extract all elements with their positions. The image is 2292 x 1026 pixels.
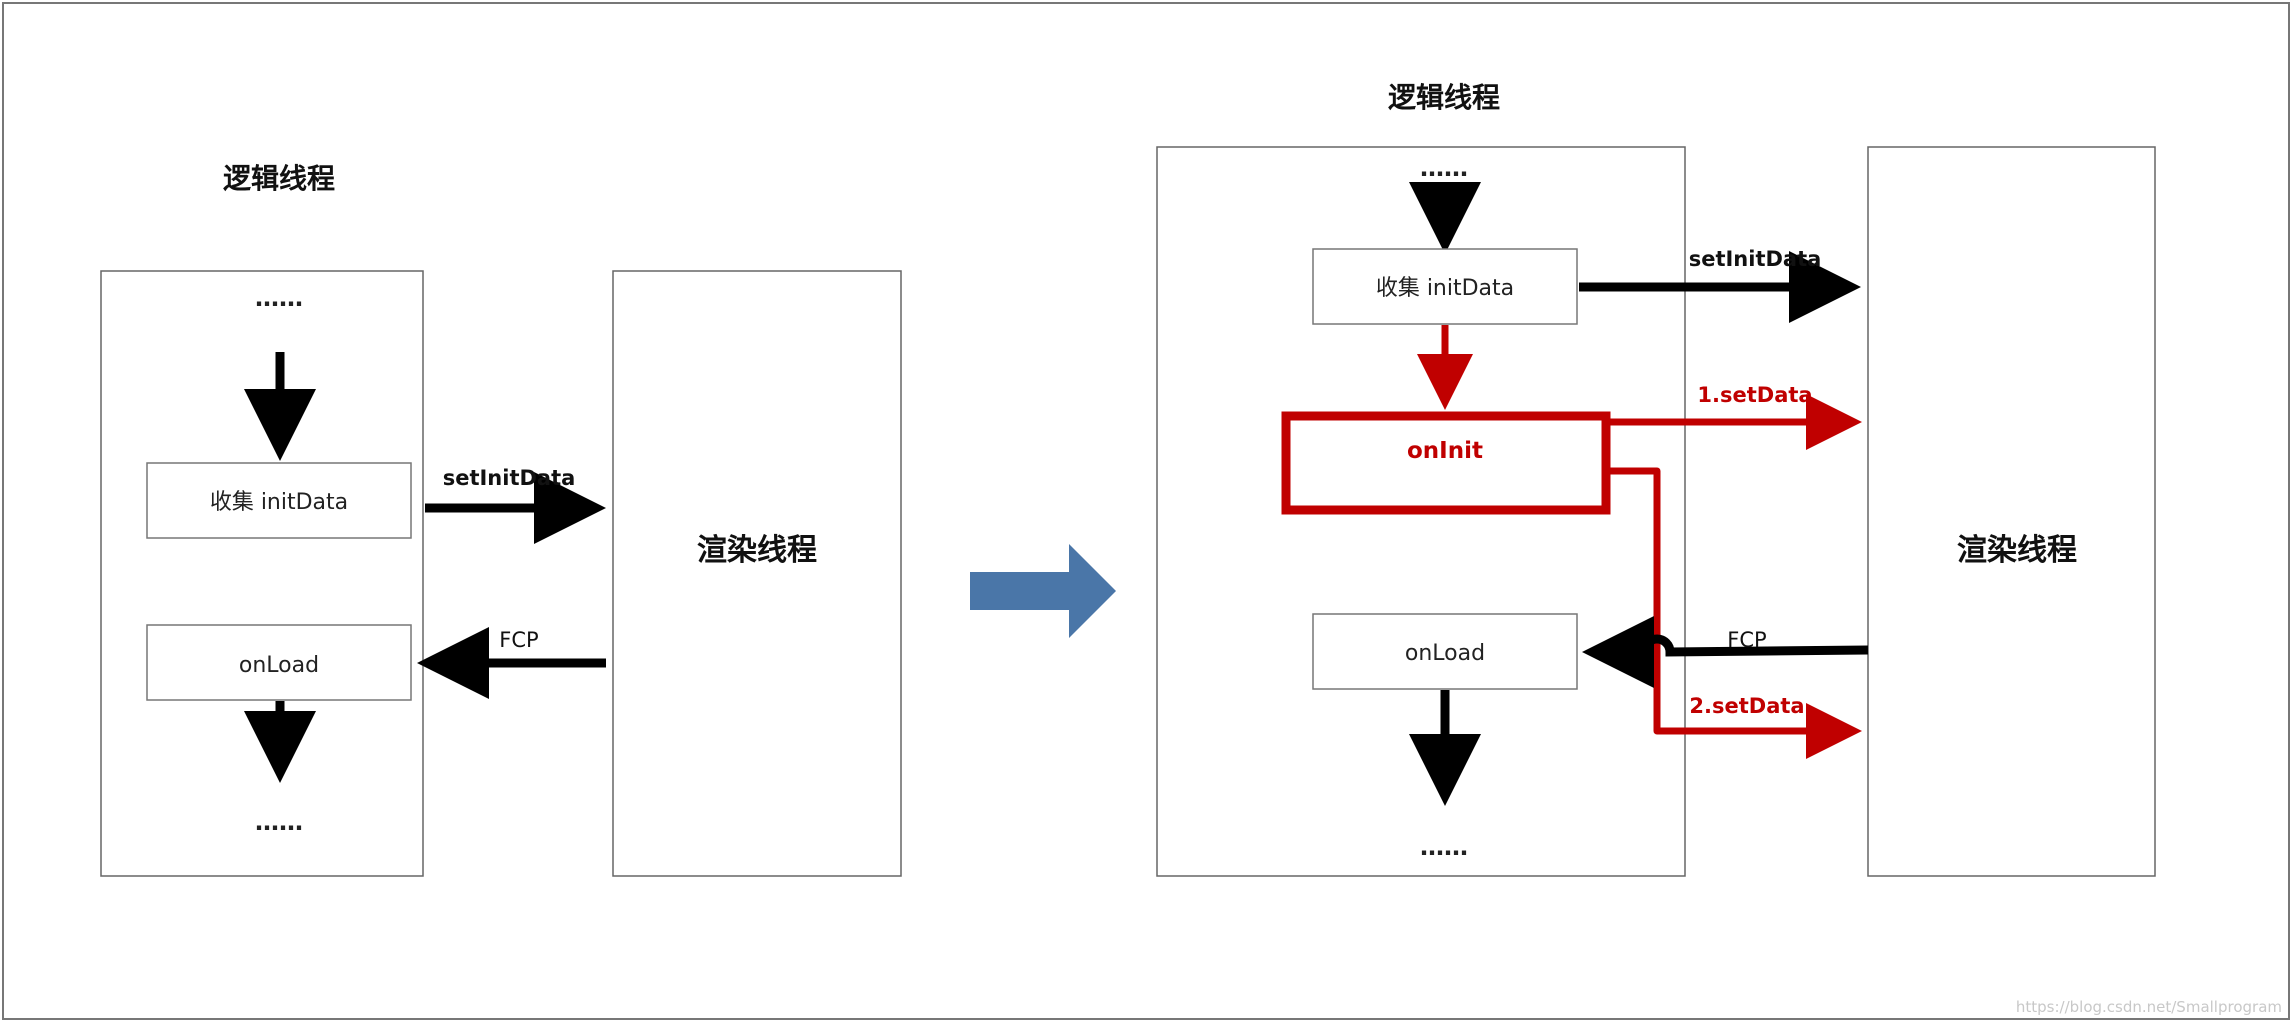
right-setdata1-label: 1.setData <box>1697 383 1812 407</box>
right-oninit-box <box>1281 411 1611 515</box>
right-setdata2-arrow <box>1606 467 1862 759</box>
left-onload-box <box>146 624 412 701</box>
right-collect-initdata-box <box>1312 248 1578 325</box>
left-collect-initdata-box <box>146 462 412 539</box>
right-collect-initdata-label: 收集 initData <box>1376 276 1514 301</box>
right-render-thread-label: 渲染线程 <box>1957 533 2077 568</box>
left-render-thread-label: 渲染线程 <box>697 533 817 568</box>
right-onload-label: onLoad <box>1405 641 1485 666</box>
left-setinitdata-label: setInitData <box>443 466 576 490</box>
right-fcp-label: FCP <box>1727 628 1766 652</box>
right-logic-thread-title: 逻辑线程 <box>1388 81 1500 114</box>
left-collect-initdata-label: 收集 initData <box>210 490 348 515</box>
watermark: https://blog.csdn.net/Smallprogram <box>2016 998 2282 1016</box>
right-fcp-arrow <box>1582 616 1869 688</box>
left-logic-thread-title: 逻辑线程 <box>223 162 335 195</box>
right-onload-box <box>1312 613 1578 690</box>
right-render-thread-panel <box>1867 146 2156 877</box>
transition-arrow-icon <box>970 544 1116 638</box>
left-logic-thread-panel <box>100 270 424 877</box>
right-dots-bottom: …… <box>1420 833 1468 861</box>
left-onload-label: onLoad <box>239 653 319 678</box>
left-dots-bottom: …… <box>255 808 303 836</box>
right-setinitdata-label: setInitData <box>1689 247 1822 271</box>
right-oninit-label: onInit <box>1407 438 1483 464</box>
right-setdata2-label: 2.setData <box>1689 694 1804 718</box>
right-dots-top: …… <box>1420 154 1468 182</box>
left-render-thread-panel <box>612 270 902 877</box>
left-fcp-label: FCP <box>499 628 538 652</box>
left-dots-top: …… <box>255 284 303 312</box>
